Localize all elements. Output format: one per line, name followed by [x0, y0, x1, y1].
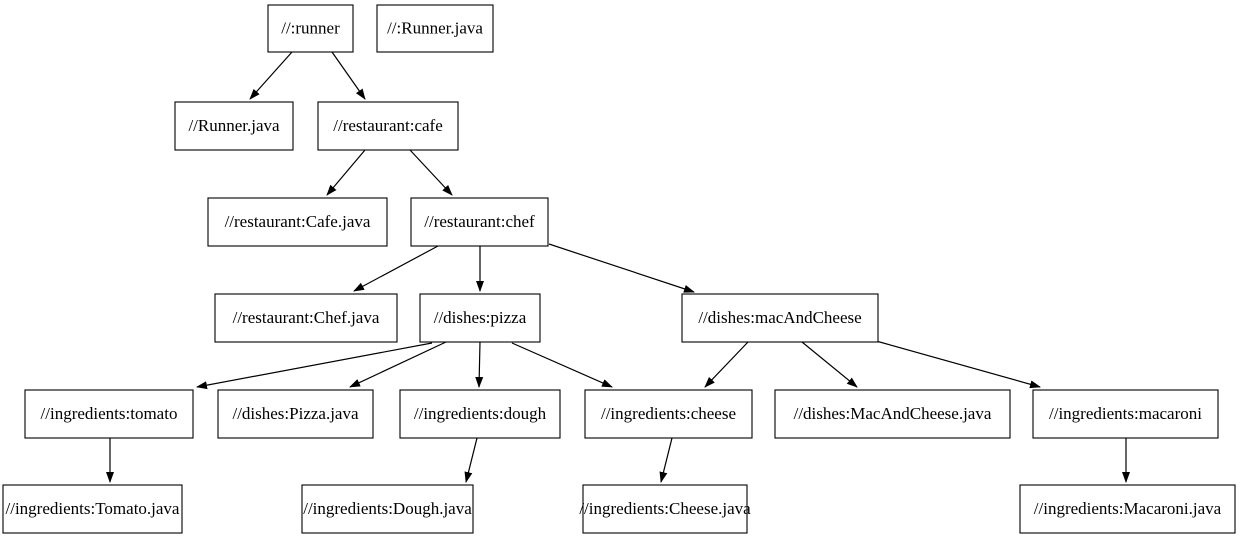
graph-node-box-pizza	[419, 293, 541, 343]
graph-node-mac-and-cheese: //dishes:macAndCheese	[681, 293, 879, 343]
graph-edge-mac-and-cheese-to-cheese	[704, 341, 749, 388]
graph-node-box-pizza-java	[217, 389, 374, 439]
graph-node-label-dough: //ingredients:dough	[414, 404, 547, 423]
graph-node-label-tomato: //ingredients:tomato	[41, 404, 178, 423]
graph-node-runner: //:runner	[267, 4, 354, 53]
graph-node-box-mac-and-cheese	[681, 293, 879, 343]
graph-node-box-tomato	[24, 389, 194, 439]
graph-node-box-dough-java	[301, 484, 474, 534]
graph-edge-pizza-to-pizza-java	[349, 341, 447, 388]
graph-edge-cheese-to-cheese-java	[659, 437, 673, 483]
graph-node-label-chef: //restaurant:chef	[424, 212, 535, 231]
graph-node-box-cheese	[584, 389, 753, 439]
graph-node-pizza: //dishes:pizza	[419, 293, 541, 343]
graph-edge-mac-and-cheese-to-macaroni	[875, 340, 1041, 389]
graph-node-box-macaroni-java	[1019, 484, 1236, 534]
graph-edge-chef-to-mac-and-cheese	[548, 243, 695, 293]
graph-node-macaroni-java: //ingredients:Macaroni.java	[1019, 484, 1236, 534]
graph-edge-cafe-to-chef	[409, 149, 453, 196]
graph-nodes-layer: //:runner //:Runner.java //Runner.java //re…	[2, 4, 1236, 534]
graph-node-label-macaroni: //ingredients:macaroni	[1049, 404, 1202, 423]
graph-node-label-runner-java: //Runner.java	[188, 116, 280, 135]
graph-node-label-tomato-java: //ingredients:Tomato.java	[6, 499, 180, 518]
graph-edge-chef-to-chef-java	[353, 245, 439, 292]
graph-node-label-pizza: //dishes:pizza	[434, 308, 527, 327]
graph-node-box-root-runner-java	[376, 4, 494, 53]
graph-node-label-mac-and-cheese-java: //dishes:MacAndCheese.java	[794, 404, 992, 423]
graph-edge-runner-to-runner-java	[249, 51, 293, 100]
graph-node-label-cafe: //restaurant:cafe	[333, 116, 443, 135]
graph-node-pizza-java: //dishes:Pizza.java	[217, 389, 374, 439]
graph-node-label-cheese-java: //ingredients:Cheese.java	[579, 499, 751, 518]
graph-node-box-runner-java	[174, 101, 294, 151]
graph-node-chef-java: //restaurant:Chef.java	[214, 293, 398, 343]
graph-node-dough: //ingredients:dough	[399, 389, 561, 439]
graph-edges-layer	[106, 51, 1130, 483]
graph-node-tomato-java: //ingredients:Tomato.java	[2, 484, 183, 534]
graph-edge-pizza-to-cheese	[511, 342, 613, 388]
graph-edge-mac-and-cheese-to-mac-and-cheese-java	[801, 341, 858, 388]
graph-node-chef: //restaurant:chef	[410, 197, 549, 247]
graph-node-label-cafe-java: //restaurant:Cafe.java	[225, 212, 371, 231]
graph-edge-cafe-to-cafe-java	[326, 149, 366, 196]
graph-node-box-cafe	[317, 101, 459, 151]
graph-node-box-tomato-java	[2, 484, 183, 534]
graph-edge-runner-to-cafe	[331, 51, 366, 100]
graph-node-box-mac-and-cheese-java	[774, 389, 1011, 439]
graph-node-box-macaroni	[1032, 389, 1219, 439]
graph-edge-pizza-to-tomato	[196, 342, 433, 390]
graph-node-label-chef-java: //restaurant:Chef.java	[233, 308, 380, 327]
graph-node-runner-java: //Runner.java	[174, 101, 294, 151]
graph-node-box-chef-java	[214, 293, 398, 343]
graph-node-label-dough-java: //ingredients:Dough.java	[303, 499, 472, 518]
graph-node-dough-java: //ingredients:Dough.java	[301, 484, 474, 534]
graph-node-label-mac-and-cheese: //dishes:macAndCheese	[698, 308, 861, 327]
graph-node-tomato: //ingredients:tomato	[24, 389, 194, 439]
graph-node-root-runner-java: //:Runner.java	[376, 4, 494, 53]
graph-node-box-cheese-java	[582, 484, 748, 534]
graph-node-label-root-runner-java: //:Runner.java	[387, 18, 483, 37]
graph-node-mac-and-cheese-java: //dishes:MacAndCheese.java	[774, 389, 1011, 439]
graph-node-cheese-java: //ingredients:Cheese.java	[579, 484, 751, 534]
graph-edge-pizza-to-dough	[475, 341, 484, 388]
graph-node-label-pizza-java: //dishes:Pizza.java	[232, 404, 359, 423]
graph-node-box-chef	[410, 197, 549, 247]
graph-edge-dough-to-dough-java	[464, 437, 478, 483]
graph-node-cafe: //restaurant:cafe	[317, 101, 459, 151]
graph-node-macaroni: //ingredients:macaroni	[1032, 389, 1219, 439]
graph-node-label-macaroni-java: //ingredients:Macaroni.java	[1034, 499, 1222, 518]
graph-node-box-runner	[267, 4, 354, 53]
graph-node-cheese: //ingredients:cheese	[584, 389, 753, 439]
graph-node-label-runner: //:runner	[281, 18, 340, 37]
graph-node-box-dough	[399, 389, 561, 439]
graph-node-box-cafe-java	[207, 197, 388, 247]
graph-node-cafe-java: //restaurant:Cafe.java	[207, 197, 388, 247]
graph-node-label-cheese: //ingredients:cheese	[601, 404, 736, 423]
